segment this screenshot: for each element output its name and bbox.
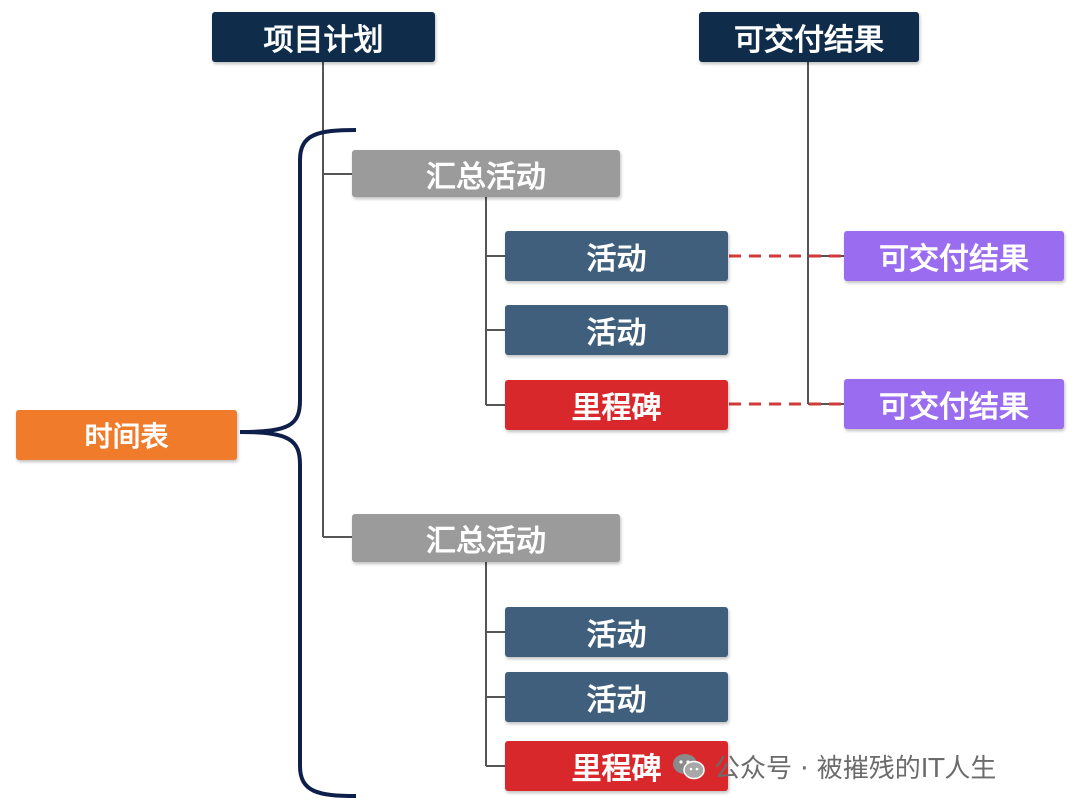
deliverables-header: 可交付结果	[699, 12, 919, 62]
deliverables-header-label: 可交付结果	[734, 23, 884, 58]
activity-box-3: 活动	[505, 607, 728, 657]
deliverable-label-2: 可交付结果	[879, 390, 1029, 425]
milestone-label-1: 里程碑	[571, 391, 662, 426]
summary-activity-label-2: 汇总活动	[426, 524, 546, 559]
watermark: 公众号 · 被摧残的IT人生	[672, 748, 996, 785]
project-plan-header-label: 项目计划	[263, 23, 384, 58]
timetable-brace	[239, 128, 357, 798]
timetable-label: 时间表	[84, 420, 169, 453]
milestone-label-2: 里程碑	[571, 752, 662, 787]
deliverable-box-1: 可交付结果	[844, 231, 1064, 281]
deliverable-label-1: 可交付结果	[879, 242, 1029, 277]
watermark-text: 公众号 · 被摧残的IT人生	[714, 754, 997, 784]
summary-activity-label-1: 汇总活动	[426, 159, 546, 195]
timetable-box: 时间表	[16, 410, 237, 460]
activity-label-2: 活动	[586, 316, 647, 351]
activity-label-1: 活动	[586, 242, 647, 277]
activity-label-3: 活动	[586, 618, 647, 653]
activity-box-2: 活动	[505, 305, 728, 355]
activity-label-4: 活动	[586, 683, 647, 718]
wechat-icon	[673, 753, 705, 779]
activity-box-4: 活动	[505, 672, 728, 722]
milestone-box-1: 里程碑	[505, 380, 728, 430]
summary-activity-box-1: 汇总活动	[352, 150, 620, 197]
project-plan-header: 项目计划	[212, 12, 435, 62]
deliverable-box-2: 可交付结果	[844, 379, 1064, 429]
summary-activity-box-2: 汇总活动	[352, 514, 620, 562]
activity-box-1: 活动	[505, 231, 728, 281]
